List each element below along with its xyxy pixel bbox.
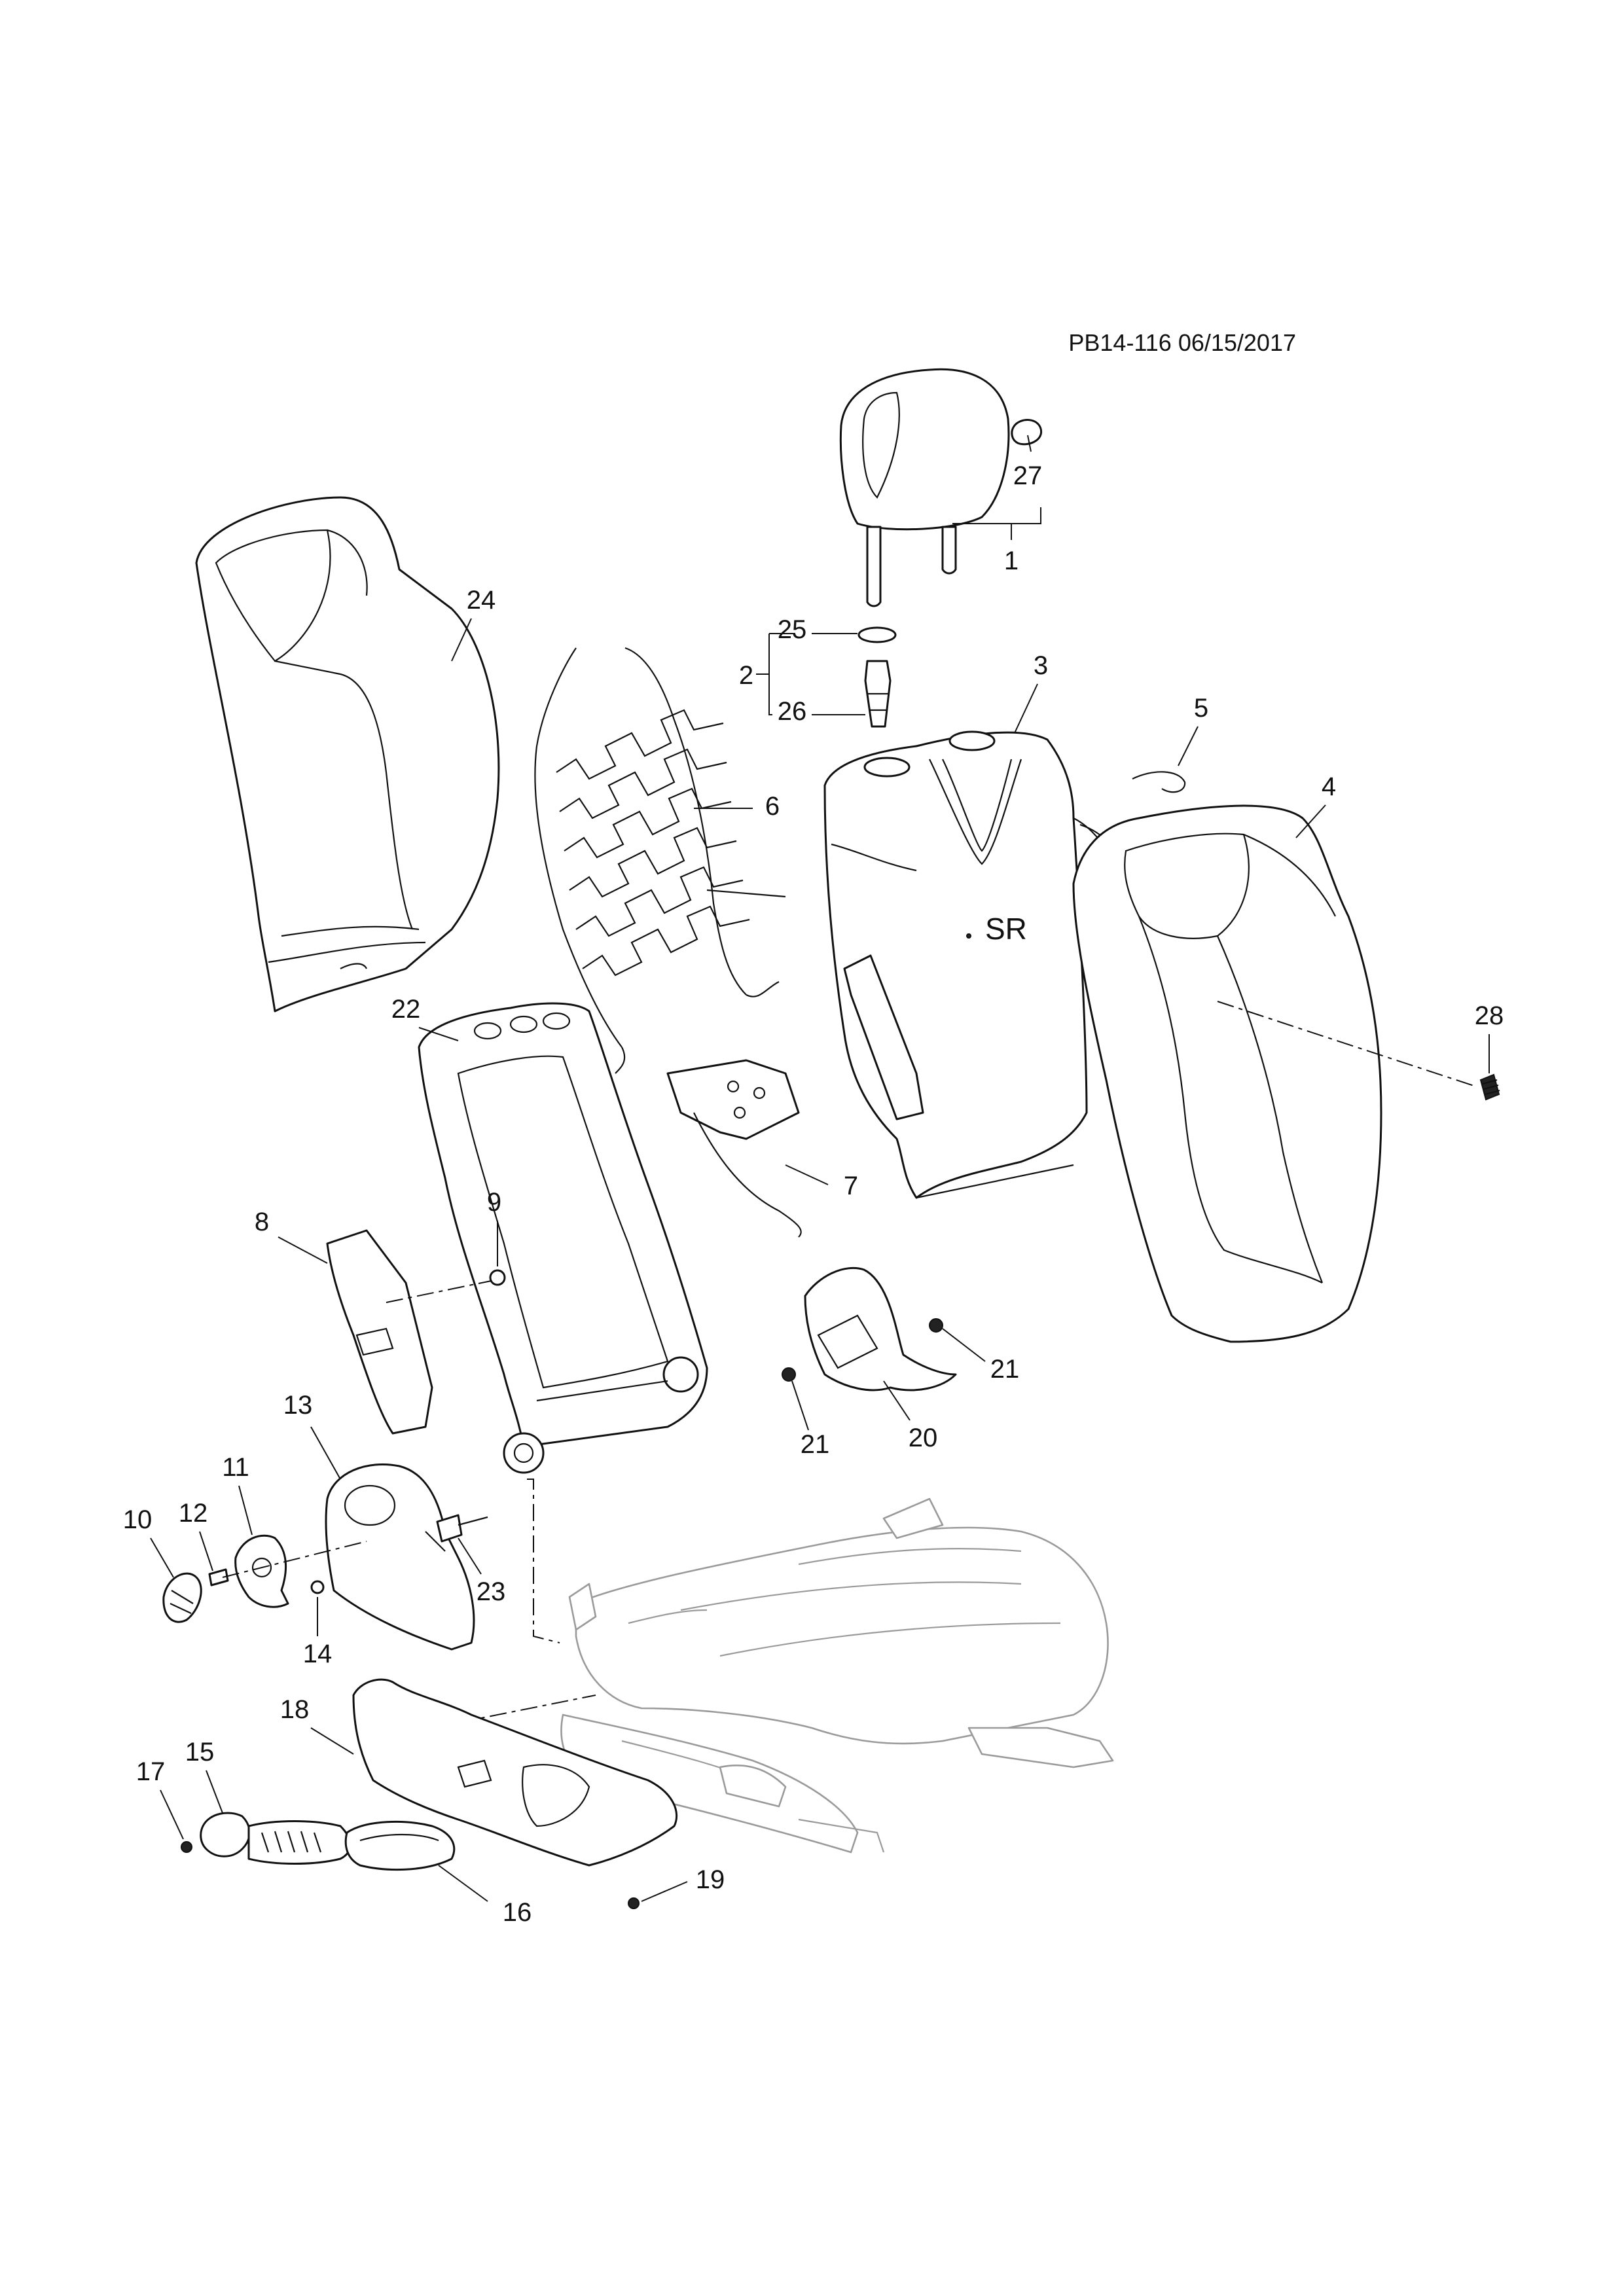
callout-27: 27 bbox=[1013, 461, 1043, 490]
part-25-26-headrest-guide bbox=[857, 626, 897, 728]
part-12-screw bbox=[208, 1568, 229, 1587]
leader-dash-8 bbox=[386, 1279, 498, 1303]
part-11-knob-base bbox=[234, 1534, 289, 1608]
part-16-handle-grip bbox=[344, 1820, 456, 1871]
part-3-back-panel: SR bbox=[823, 730, 1120, 1199]
callout-26: 26 bbox=[778, 697, 807, 726]
part-20-side-trim bbox=[804, 1266, 957, 1391]
leader-dash-28 bbox=[1217, 1001, 1477, 1087]
callout-13: 13 bbox=[283, 1391, 313, 1420]
callout-15: 15 bbox=[185, 1738, 215, 1767]
part-28-clip bbox=[1479, 1073, 1500, 1101]
part-7-bracket bbox=[666, 1059, 802, 1238]
callout-28: 28 bbox=[1475, 1001, 1504, 1030]
part-15-handle-base bbox=[200, 1812, 352, 1865]
callout-9: 9 bbox=[487, 1188, 501, 1217]
callout-23: 23 bbox=[477, 1577, 506, 1606]
callout-22: 22 bbox=[391, 995, 421, 1024]
part-24-seatback-cover bbox=[195, 496, 500, 1013]
part-14-clip bbox=[310, 1580, 325, 1594]
part-23-bolt bbox=[436, 1514, 488, 1543]
callout-20: 20 bbox=[909, 1424, 938, 1452]
callout-11: 11 bbox=[222, 1453, 249, 1482]
callout-12: 12 bbox=[179, 1499, 208, 1528]
callout-25: 25 bbox=[778, 615, 807, 644]
part-21-screw-b bbox=[782, 1367, 796, 1382]
part-13-recliner-cover bbox=[325, 1463, 475, 1651]
callout-21a: 21 bbox=[990, 1355, 1020, 1384]
part-4-front-cushion bbox=[1072, 804, 1382, 1343]
callout-2: 2 bbox=[739, 661, 753, 690]
callout-18: 18 bbox=[280, 1695, 310, 1724]
part-18-side-shield bbox=[352, 1678, 678, 1867]
callout-3: 3 bbox=[1034, 651, 1048, 680]
part-6-spring-mat bbox=[534, 647, 786, 1074]
callout-1: 1 bbox=[1004, 547, 1019, 575]
callout-21b: 21 bbox=[801, 1430, 830, 1459]
callout-17: 17 bbox=[136, 1757, 166, 1786]
callout-6: 6 bbox=[765, 792, 780, 821]
part-17-screw bbox=[181, 1841, 192, 1853]
sr-badge: SR bbox=[985, 912, 1027, 946]
callout-19: 19 bbox=[696, 1865, 725, 1894]
diagram-reference: PB14-116 06/15/2017 bbox=[1068, 329, 1296, 356]
callout-8: 8 bbox=[255, 1208, 269, 1236]
part-8-side-module bbox=[326, 1229, 433, 1435]
part-21-screw-a bbox=[929, 1318, 943, 1333]
callout-7: 7 bbox=[844, 1172, 858, 1200]
part-5-clip bbox=[1132, 771, 1186, 793]
part-1-headrest bbox=[839, 368, 1043, 607]
part-10-knob-cap bbox=[162, 1572, 202, 1623]
reference-seat-cushion bbox=[560, 1498, 1114, 1854]
callouts: 27 1 25 26 2 3 5 4 6 24 28 22 7 9 8 21 2… bbox=[123, 435, 1504, 1927]
callout-4: 4 bbox=[1322, 772, 1336, 801]
part-22-back-frame bbox=[418, 1002, 708, 1474]
callout-16: 16 bbox=[503, 1898, 532, 1927]
callout-14: 14 bbox=[303, 1640, 333, 1668]
callout-24: 24 bbox=[467, 586, 496, 615]
leader-dash-frame-down bbox=[527, 1479, 560, 1643]
callout-5: 5 bbox=[1194, 694, 1208, 723]
part-19-screw bbox=[628, 1897, 640, 1909]
part-9-nut bbox=[489, 1269, 506, 1286]
callout-10: 10 bbox=[123, 1505, 153, 1534]
leader-dash-knob bbox=[222, 1541, 367, 1578]
